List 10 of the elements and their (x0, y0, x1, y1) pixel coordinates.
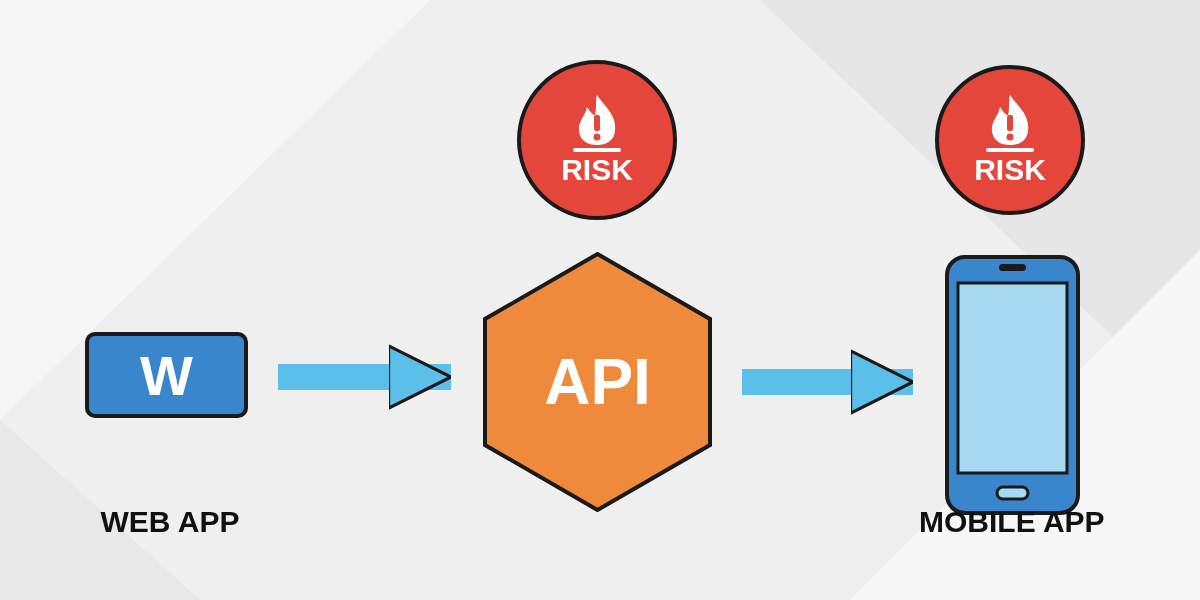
web-app-box (85, 332, 248, 418)
api-hexagon (483, 252, 712, 512)
node-label: RISK (974, 153, 1046, 187)
node-label: MOBILE APP (919, 505, 1105, 539)
arrow (278, 344, 453, 410)
node-label: WEB APP (100, 505, 240, 539)
node-label: W (140, 342, 193, 408)
arrow (742, 349, 915, 415)
node-label: RISK (561, 153, 633, 187)
node-label: API (544, 345, 651, 419)
